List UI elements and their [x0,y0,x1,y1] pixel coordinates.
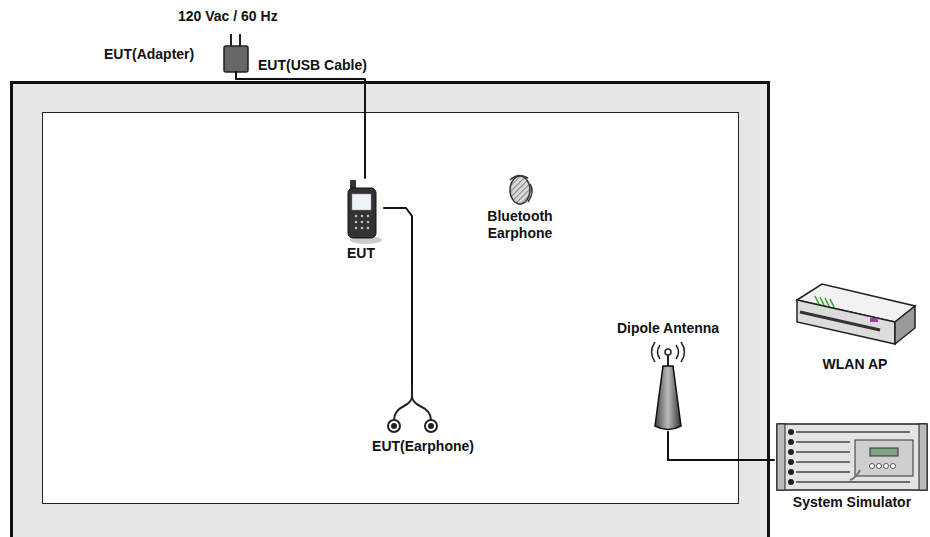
wlan-ap-icon [797,284,915,344]
cable-label: EUT(USB Cable) [258,57,367,74]
adapter-node: EUT(Adapter) [104,40,250,72]
bluetooth-earphone-icon [510,175,532,204]
dipole-antenna-icon [652,342,685,430]
phone-icon [348,180,382,244]
device-label: EUT(Adapter) [104,46,194,63]
cable [236,72,365,178]
cable [384,208,412,384]
device-label: EUT [338,245,384,262]
device-label: Bluetooth Earphone [470,208,570,242]
earphone-node: EUT(Earphone) [364,384,482,458]
antenna-node: Dipole Antenna [600,318,736,432]
device-label: Dipole Antenna [600,320,736,337]
bluetooth-node: Bluetooth Earphone [470,176,570,250]
adapter-icon [224,34,248,72]
power-label: 120 Vac / 60 Hz [178,8,278,25]
device-label: EUT(Earphone) [364,438,482,455]
earphone-icon [388,384,437,432]
phone-node: EUT [338,178,384,264]
simulator-node: System Simulator [774,420,930,516]
device-label: System Simulator [774,494,930,511]
cable [668,432,774,460]
access-point-node: WLAN AP [790,280,920,376]
test-chamber [12,83,769,537]
system-simulator-icon [777,424,927,490]
device-label: WLAN AP [790,356,920,373]
